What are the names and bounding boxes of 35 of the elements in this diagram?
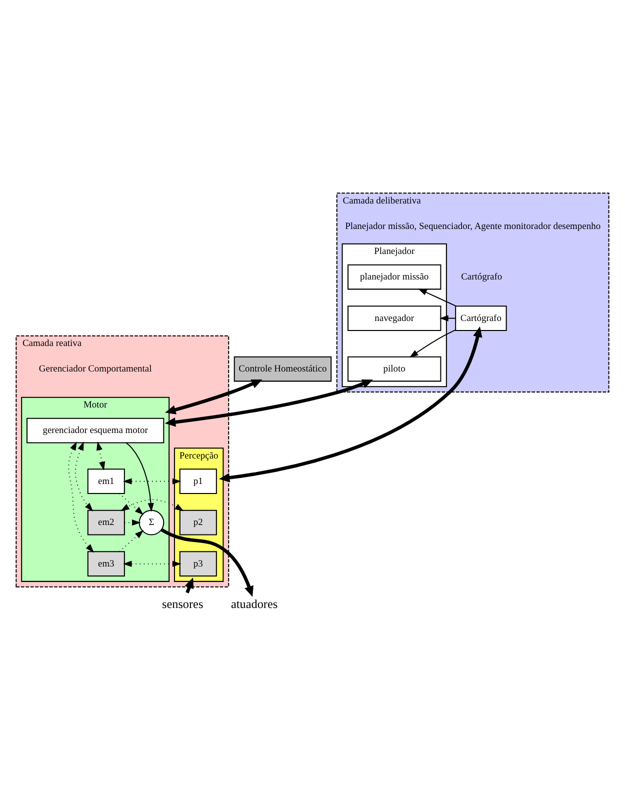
- node-box: em3: [87, 550, 125, 576]
- node-circle: Σ: [138, 509, 164, 535]
- arrow: [120, 498, 184, 511]
- node-box: piloto: [348, 356, 442, 382]
- node-box: gerenciador esquema motor: [26, 417, 164, 443]
- node-text: atuadores: [231, 596, 278, 611]
- node-box: p3: [179, 550, 217, 576]
- node-label: Planejador missão, Sequenciador, Agente monitorador desempenho: [345, 221, 601, 232]
- arrow: [122, 560, 182, 566]
- node-box: em2: [87, 509, 125, 535]
- arrow: [122, 478, 182, 484]
- arrow: [118, 492, 144, 514]
- arrow: [440, 314, 456, 321]
- arrow: [119, 530, 144, 552]
- arrow: [74, 441, 94, 511]
- node-box: p2: [179, 509, 217, 535]
- node-box: navegador: [348, 305, 442, 330]
- node-label: Gerenciador Comportamental: [38, 364, 152, 374]
- node-box: p1: [179, 468, 217, 494]
- arrow: [219, 326, 482, 482]
- node-box: Cartógrafo: [455, 305, 507, 330]
- arrow: [160, 528, 254, 596]
- arrow: [418, 288, 456, 306]
- node-text: sensores: [162, 596, 204, 611]
- arrow: [126, 442, 154, 512]
- arrow: [96, 440, 106, 470]
- arrow: [165, 378, 262, 414]
- arrow: [124, 519, 141, 526]
- node-label: Cartógrafo: [461, 272, 502, 282]
- node-box: Controle Homeostático: [234, 356, 332, 382]
- arrow: [409, 328, 456, 358]
- node-box: planejador missão: [348, 264, 442, 290]
- node-box: em1: [87, 468, 125, 494]
- arrow: [164, 378, 373, 426]
- arrow: [68, 440, 94, 552]
